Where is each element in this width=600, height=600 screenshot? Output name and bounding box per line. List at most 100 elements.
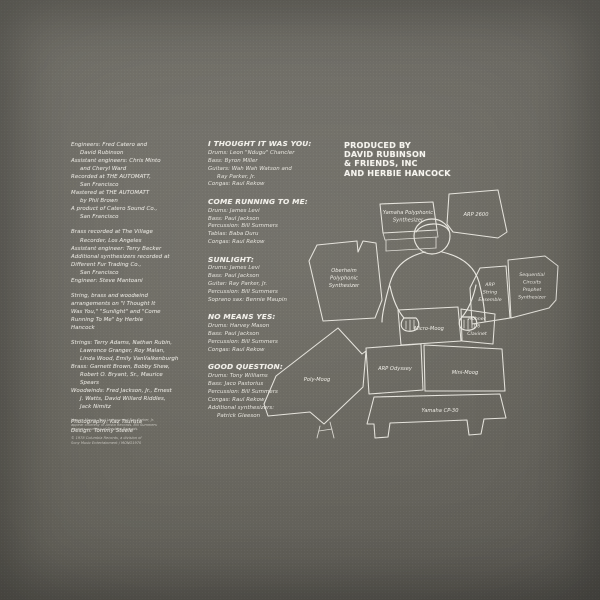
credit-line: San Francisco — [80, 182, 119, 189]
track-credit-line: Bass: Byron Miller — [208, 157, 258, 164]
courtesy-line: appear courtesy of Arista Records. Bill … — [71, 422, 157, 427]
instrument-label-yamaha-polyphonic-2: Synthesizer — [393, 218, 424, 224]
musician-figure — [381, 218, 486, 332]
credit-line: Recorder, Los Angeles — [80, 237, 142, 244]
credit-line: Spears — [80, 380, 100, 387]
credit-line: A product of Catero Sound Co., — [71, 206, 158, 213]
credit-line: Different Fur Trading Co., — [71, 261, 142, 268]
left-credits-column: Engineers: Fred Catero and David Rubinso… — [71, 141, 189, 435]
recording-credits-block: Engineers: Fred Catero and David Rubinso… — [71, 141, 189, 221]
credit-line: Was You," "Sunlight" and "Come — [71, 308, 161, 315]
track-credit-line: Bass: Paul Jackson — [208, 215, 260, 222]
instrument-arp-2600: ARP 2600 — [446, 189, 508, 239]
producer-line: & FRIENDS, INC — [344, 158, 418, 169]
instrument-oberheim: Oberheim Polyphonic Synthesizer — [308, 240, 383, 322]
track-credit-line: Congas: Raul Rekow — [208, 239, 265, 246]
producer-line: AND HERBIE HANCOCK — [344, 167, 451, 178]
instrument-yamaha-cp30: Yamaha CP-30 — [366, 393, 507, 439]
courtesy-line: appears courtesy of Prestige Records. — [71, 427, 139, 432]
orchestra-personnel-block: Strings: Terry Adams, Nathan Rubin, Lawr… — [71, 339, 189, 411]
spacer — [71, 332, 189, 339]
credit-line: Linda Wood, Emily VanValkenburgh — [80, 356, 179, 363]
credit-line: Engineer: Steve Mantoani — [71, 277, 143, 284]
track-credit-line: Congas: Raul Rekow — [208, 396, 265, 403]
credit-line: Additional synthesizers recorded at — [71, 253, 170, 260]
instrument-label-oberheim-3: Synthesizer — [329, 283, 360, 289]
instrument-label-prophet-1: Sequential — [519, 272, 545, 278]
credit-line: San Francisco — [80, 269, 119, 276]
instrument-label-yamaha-polyphonic-1: Yamaha Polyphonic — [383, 210, 433, 216]
instrument-label-yamaha-cp30: Yamaha CP-30 — [422, 408, 459, 414]
credit-line: by Phil Brown — [80, 198, 118, 205]
photography-credit: Photography: Kaz Tsuruta — [71, 419, 143, 426]
instrument-label-hohner-3: Clavinet — [467, 331, 487, 337]
track-credit-line: Bass: Paul Jackson — [208, 331, 260, 338]
spacer — [71, 221, 189, 228]
credit-line: Robert O. Bryant, Sr., Maurice — [80, 372, 163, 379]
track-block-come-running-to-me: COME RUNNING TO ME: Drums: James Levi Ba… — [208, 197, 312, 247]
track-block-good-question: GOOD QUESTION: Drums: Tony Williams Bass… — [208, 362, 312, 420]
credit-line: David Rubinson — [80, 150, 124, 157]
instrument-mini-moog: Mini-Moog — [423, 344, 506, 392]
track-credit-line: Patrick Gleeson — [217, 412, 261, 419]
track-credit-line: Percussion: Bill Summers — [208, 339, 278, 346]
track-title: I THOUGHT IT WAS YOU: — [208, 139, 312, 148]
track-credit-line: Percussion: Bill Summers — [208, 388, 278, 395]
design-credits-block: Photography: Kaz Tsuruta Design: Tommy S… — [71, 418, 189, 434]
instrument-prophet: Sequential Circuits Prophet Synthesizer — [507, 255, 559, 319]
credit-line: Recorded at THE AUTOMATT, — [71, 174, 151, 181]
track-credit-line: Percussion: Bill Summers — [208, 223, 278, 230]
credit-line: Jack Nimitz — [80, 404, 111, 411]
track-credit-line: Soprano sax: Bennie Maupin — [208, 297, 287, 304]
producer-credit-block: PRODUCED BY DAVID RUBINSON & FRIENDS, IN… — [344, 140, 519, 178]
instrument-label-prophet-4: Synthesizer — [518, 295, 547, 301]
instrument-poly-moog: Poly-Moog — [263, 327, 367, 439]
credit-line: Brass: Garnett Brown, Bobby Shew, — [71, 364, 170, 371]
instrument-label-micro-moog: Micro-Moog — [414, 326, 445, 332]
track-credit-line: Bass: Jaco Pastorius — [208, 381, 264, 388]
fine-print-block: Harvey Mason, Paul Jackson and Ray Parke… — [71, 418, 187, 445]
instrument-label-arp-string-3: Ensemble — [478, 297, 501, 303]
track-credit-line: Percussion: Bill Summers — [208, 289, 278, 296]
instrument-label-poly-moog: Poly-Moog — [304, 377, 331, 383]
producer-line: DAVID RUBINSON — [344, 149, 427, 160]
track-block-no-means-yes: NO MEANS YES: Drums: Harvey Mason Bass: … — [208, 312, 312, 354]
instrument-hohner-clavinet: Hohner D6 Clavinet — [460, 308, 496, 345]
credit-line: J. Watts, David Willard Riddles, — [80, 396, 166, 403]
instrument-label-mini-moog: Mini-Moog — [452, 370, 479, 376]
credit-line: Assistant engineer: Terry Becker — [71, 245, 162, 252]
track-title: GOOD QUESTION: — [208, 362, 283, 372]
credit-line: Engineers: Fred Catero and — [71, 142, 148, 148]
credit-line: Brass recorded at The Village — [71, 229, 153, 236]
track-credit-line: Drums: James Levi — [208, 265, 260, 272]
credit-line: San Francisco — [80, 214, 119, 221]
credit-line: Lawrence Granger, Roy Malan, — [80, 348, 165, 355]
credit-line: Mastered at THE AUTOMATT — [71, 190, 150, 197]
instrument-label-prophet-3: Prophet — [523, 287, 542, 293]
producer-line: PRODUCED BY — [344, 140, 411, 150]
track-credit-line: Additional synthesizers: — [208, 404, 275, 411]
credit-line: Hancock — [71, 324, 95, 331]
credit-line: Woodwinds: Fred Jackson, Jr., Ernest — [71, 388, 172, 395]
track-title: NO MEANS YES: — [208, 312, 276, 322]
track-credit-line: Drums: Leon "Ndugu" Chancler — [208, 149, 295, 156]
credit-line: Assistant engineers: Chris Minto — [71, 158, 161, 165]
credit-line: arrangements on "I Thought It — [71, 300, 156, 307]
instrument-arp-string-ensemble: ARP String Ensemble — [469, 265, 511, 325]
track-credit-line: Congas: Raul Rekow — [208, 346, 265, 353]
instrument-label-oberheim-1: Oberheim — [331, 268, 357, 274]
credit-line: and Cheryl Ward — [80, 166, 127, 173]
track-title: SUNLIGHT: — [208, 254, 254, 264]
instrument-label-oberheim-2: Polyphonic — [330, 276, 358, 282]
arrangements-block: String, brass and woodwind arrangements … — [71, 292, 189, 332]
track-credit-line: Guitars: Wah Wah Watson and — [208, 165, 292, 172]
instrument-label-hohner-1: Hohner — [468, 316, 486, 322]
copyright-line: Sony Music Entertainment / MONO1970 — [71, 440, 142, 445]
track-credit-line: Guitar: Ray Parker, Jr. — [208, 281, 268, 288]
instrument-label-hohner-2: D6 — [474, 324, 481, 330]
track-block-i-thought-it-was-you: I THOUGHT IT WAS YOU: Drums: Leon "Ndugu… — [208, 139, 312, 189]
credit-line: String, brass and woodwind — [71, 292, 149, 299]
brass-recording-block: Brass recorded at The Village Recorder, … — [71, 228, 189, 284]
track-credit-line: Drums: Harvey Mason — [208, 323, 270, 330]
